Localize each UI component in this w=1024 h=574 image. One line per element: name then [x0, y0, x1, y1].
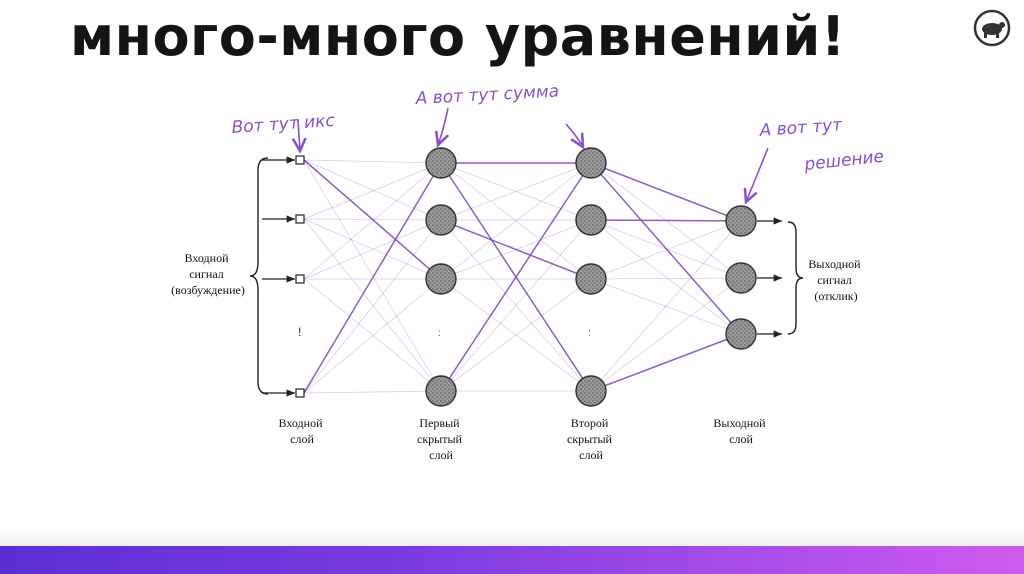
- hidden1-node: [425, 147, 457, 179]
- output-layer-nodes: [725, 205, 757, 350]
- connection-line: [303, 218, 442, 392]
- connection-line: [440, 162, 592, 221]
- output-arrows: [757, 217, 782, 338]
- input-brace: [249, 157, 269, 395]
- hidden1-node: [425, 263, 457, 295]
- hidden-layer-2-nodes: [575, 147, 607, 407]
- hidden1-label: Первый скрытый слой: [417, 416, 465, 462]
- connection-line: [303, 390, 442, 394]
- connection-line: [440, 278, 592, 392]
- connection-line: [590, 220, 742, 392]
- annotation-arrows: [298, 107, 769, 202]
- output-node: [725, 262, 757, 294]
- connection-line: [303, 162, 442, 220]
- turtle-logo-icon: [973, 9, 1011, 47]
- hidden1-ellipsis: :: [438, 328, 441, 339]
- connection-line: [440, 219, 592, 392]
- connection-line: [590, 162, 742, 222]
- output-node: [725, 318, 757, 350]
- input-layer-label: Входной слой: [279, 416, 326, 446]
- annotation-arrow-solution: [746, 147, 769, 202]
- connection-line: [303, 159, 442, 280]
- annotation-x: Вот тут икс: [231, 111, 336, 138]
- hidden2-ellipsis: :: [588, 328, 591, 339]
- connection-line: [303, 162, 442, 394]
- connection-line: [440, 278, 592, 392]
- ellipsis-mark: !: [298, 325, 301, 339]
- connection-line: [590, 219, 742, 279]
- connection-line: [590, 219, 742, 335]
- input-node: [295, 155, 305, 165]
- annotation-arrow-sum-right: [565, 123, 583, 147]
- connection-line: [590, 278, 742, 335]
- annotation-arrow-sum-left: [438, 107, 448, 145]
- connection-line: [303, 162, 442, 280]
- output-layer-label: Выходной слой: [713, 416, 768, 446]
- connection-line: [590, 219, 742, 222]
- connection-line: [303, 278, 442, 394]
- hidden1-node: [425, 375, 457, 407]
- annotation-solution-line2: решение: [802, 147, 885, 175]
- input-node: [295, 274, 305, 284]
- connection-line: [440, 219, 592, 280]
- hidden2-node: [575, 204, 607, 236]
- annotation-solution-line1: А вот тут: [758, 115, 844, 141]
- connection-line: [303, 219, 442, 394]
- input-layer-nodes: [295, 155, 305, 398]
- connection-line: [303, 218, 442, 221]
- connections: [303, 159, 742, 394]
- input-signal-label: Входной сигнал (возбуждение): [171, 251, 245, 297]
- slide-title: много-много уравнений!: [70, 5, 846, 68]
- output-brace: [787, 221, 804, 335]
- bottom-gradient-bar: [0, 546, 1024, 574]
- hidden2-node: [575, 147, 607, 179]
- annotation-arrow-x: [298, 119, 300, 151]
- input-arrows: [262, 156, 295, 397]
- connection-line: [303, 159, 442, 392]
- connection-line: [440, 162, 592, 280]
- connection-line: [590, 220, 742, 280]
- hidden-layer-1-nodes: [425, 147, 457, 407]
- connection-line: [590, 162, 742, 335]
- input-node: [295, 388, 305, 398]
- connection-line: [440, 162, 592, 221]
- connection-line: [303, 219, 442, 280]
- hidden1-node: [425, 204, 457, 236]
- connection-line: [590, 277, 742, 280]
- annotation-sum: А вот тут сумма: [414, 82, 559, 110]
- connection-line: [303, 159, 442, 221]
- connection-line: [303, 159, 442, 164]
- connection-line: [303, 278, 442, 392]
- bottom-shadow: [0, 528, 1024, 546]
- connection-line: [590, 277, 742, 392]
- connection-line: [440, 219, 592, 392]
- hidden2-node: [575, 263, 607, 295]
- connection-line: [440, 219, 592, 280]
- connection-line: [440, 162, 592, 280]
- input-node: [295, 214, 305, 224]
- hidden2-label: Второй скрытый слой: [567, 416, 615, 462]
- output-signal-label: Выходной сигнал (отклик): [808, 257, 863, 303]
- output-node: [725, 205, 757, 237]
- connection-line: [440, 162, 592, 392]
- connection-line: [590, 333, 742, 392]
- hidden2-node: [575, 375, 607, 407]
- connection-line: [303, 218, 442, 280]
